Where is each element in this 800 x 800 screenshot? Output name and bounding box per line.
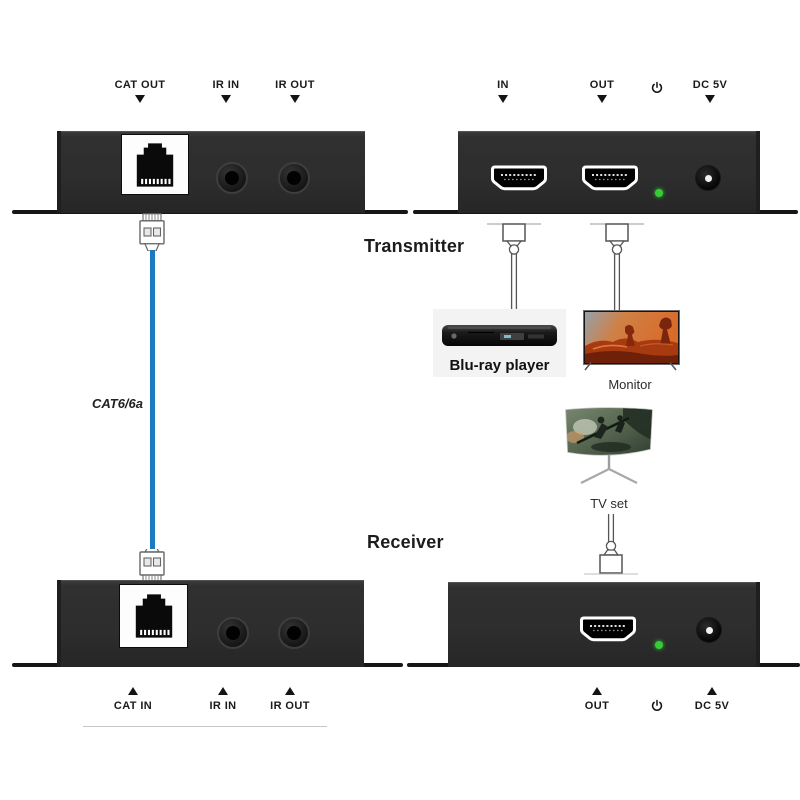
power-icon [651,699,663,711]
power-led-indicator [655,641,663,649]
up-arrow-icon [218,687,228,695]
ir-out-jack-icon [278,617,310,649]
transmitter-rear-panel [57,131,365,213]
down-arrow-icon [597,95,607,103]
transmitter-front-panel [458,131,760,213]
transmitter-title: Transmitter [364,236,465,256]
receiver-title: Receiver [367,532,444,552]
bluray-device-icon [442,325,557,346]
rj45-jack-icon [136,142,174,187]
monitor-feet-icon [584,362,677,371]
dc-5v-jack-icon [695,165,721,191]
down-arrow-icon [290,95,300,103]
bluray-player-image: Blu-ray player [433,309,566,377]
tvset-image [565,407,653,484]
tx-out-label: OUT [589,79,615,91]
power-led-indicator [655,189,663,197]
dc-5v-jack-icon [696,617,722,643]
power-icon [651,81,663,93]
down-arrow-icon [498,95,508,103]
rj45-jack-icon [135,594,172,638]
tx-in-label: IN [497,79,509,91]
monitor-label: Monitor [608,377,652,392]
ir-out-jack-icon [278,162,310,194]
tvset-label: TV set [590,496,628,511]
ir-in-jack-icon [216,162,248,194]
tx-cat-out-label: CAT OUT [114,79,166,91]
down-arrow-icon [221,95,231,103]
up-arrow-icon [707,687,717,695]
down-arrow-icon [135,95,145,103]
rj45-plug-icon [139,213,165,251]
rx-dc5v-label: DC 5V [694,700,730,712]
tx-ir-in-label: IR IN [212,79,240,91]
hdmi-in-port-icon [491,165,547,191]
tx-dc5v-label: DC 5V [692,79,728,91]
receiver-front-panel [448,582,760,667]
up-arrow-icon [592,687,602,695]
rx-cat-in-label: CAT IN [113,700,153,712]
monitor-image [583,310,680,365]
rx-ir-out-label: IR OUT [270,700,310,712]
hdmi-plug-icon [487,223,541,310]
up-arrow-icon [285,687,295,695]
rj45-plug-icon [139,549,165,583]
tx-ir-out-label: IR OUT [275,79,315,91]
bluray-player-label: Blu-ray player [449,357,550,374]
cat-out-port [121,134,189,195]
rx-out-label: OUT [584,700,610,712]
monitor-screen-scene [585,312,678,363]
cat-cable-label: CAT6/6a [91,396,143,411]
ir-in-jack-icon [217,617,249,649]
hdmi-out-port-icon [580,616,636,642]
cat-in-port [119,584,188,648]
ethernet-cable [150,250,155,551]
up-arrow-icon [128,687,138,695]
hdmi-plug-icon [584,514,638,575]
rx-ir-in-label: IR IN [209,700,237,712]
hdmi-out-port-icon [582,165,638,191]
hdmi-plug-icon [590,223,644,310]
down-arrow-icon [705,95,715,103]
receiver-rear-panel [57,580,364,667]
divider-line [83,726,327,727]
